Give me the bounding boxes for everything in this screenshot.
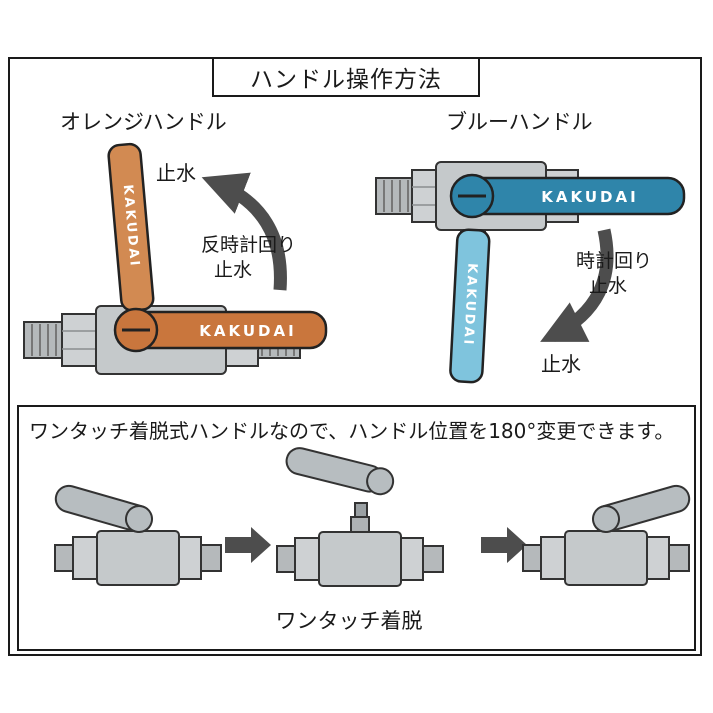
blue-direction-text-1: 時計回り xyxy=(576,250,653,272)
title-text: ハンドル操作方法 xyxy=(250,67,442,93)
right-arrow-icon xyxy=(481,527,527,563)
valve-stem xyxy=(350,516,370,534)
bottom-panel: ワンタッチ着脱式ハンドルなので、ハンドル位置を180°変更できます。 xyxy=(17,405,696,651)
page-title: ハンドル操作方法 xyxy=(212,57,480,97)
gray-valve-step1 xyxy=(54,484,222,586)
brand-text: KAKUDAI xyxy=(120,184,142,269)
hex-nut-left xyxy=(61,313,99,367)
hex-nut-left xyxy=(294,537,322,581)
bottom-description: ワンタッチ着脱式ハンドルなので、ハンドル位置を180°変更できます。 xyxy=(29,419,675,443)
blue-handle-vertical: KAKUDAI xyxy=(449,228,491,384)
orange-direction-text-2: 止水 xyxy=(214,259,253,281)
thread-lines-left xyxy=(31,324,57,356)
orange-valve-illustration: KAKUDAI KAKUDAI xyxy=(23,142,328,375)
orange-handle-vertical: KAKUDAI xyxy=(107,142,155,312)
orange-handle-label: オレンジハンドル xyxy=(60,110,227,134)
ball-housing xyxy=(564,530,648,586)
threaded-end-right xyxy=(668,544,690,572)
hex-nut-left xyxy=(72,536,100,580)
gray-handle-detached xyxy=(285,447,395,496)
orange-handle-horizontal: KAKUDAI xyxy=(113,307,328,353)
ball-housing xyxy=(96,530,180,586)
hex-facets-left xyxy=(62,330,98,350)
counterclockwise-arrow xyxy=(201,172,287,291)
thread-lines-left xyxy=(383,180,409,212)
right-arrow-icon xyxy=(225,527,271,563)
blue-handle-label: ブルーハンドル xyxy=(446,110,593,134)
brand-text: KAKUDAI xyxy=(460,263,479,347)
valve-body xyxy=(54,508,222,586)
ball-housing xyxy=(318,531,402,587)
blue-lever-vertical xyxy=(449,228,491,384)
handle-pivot-hub xyxy=(125,505,153,533)
valve-body xyxy=(276,516,444,587)
brand-text: KAKUDAI xyxy=(541,188,638,206)
gray-valve-step3 xyxy=(522,484,691,586)
blue-direction-text-2: 止水 xyxy=(589,275,628,297)
threaded-end-right xyxy=(422,545,444,573)
hex-nut-left xyxy=(540,536,568,580)
blue-stop-label: 止水 xyxy=(541,352,581,376)
blue-valve-illustration: KAKUDAI KAKUDAI xyxy=(375,161,686,384)
brand-text: KAKUDAI xyxy=(199,322,296,340)
blue-handle-horizontal: KAKUDAI xyxy=(449,173,686,219)
step-arrow-1 xyxy=(225,527,271,563)
gray-handle-attached xyxy=(54,484,153,533)
orange-stop-label: 止水 xyxy=(156,161,196,185)
threaded-end-left xyxy=(23,321,67,359)
gray-handle-attached xyxy=(592,484,691,533)
threaded-end-right xyxy=(200,544,222,572)
orange-direction-text-1: 反時計回り xyxy=(201,234,297,256)
handle-pivot-hub xyxy=(366,467,395,496)
threaded-end-left xyxy=(375,177,417,215)
gray-valve-step2-detached xyxy=(276,447,444,587)
clockwise-arrow xyxy=(540,228,614,342)
handle-pivot-hub xyxy=(592,505,620,533)
bottom-caption: ワンタッチ着脱 xyxy=(275,609,423,633)
step-arrow-2 xyxy=(481,527,527,563)
